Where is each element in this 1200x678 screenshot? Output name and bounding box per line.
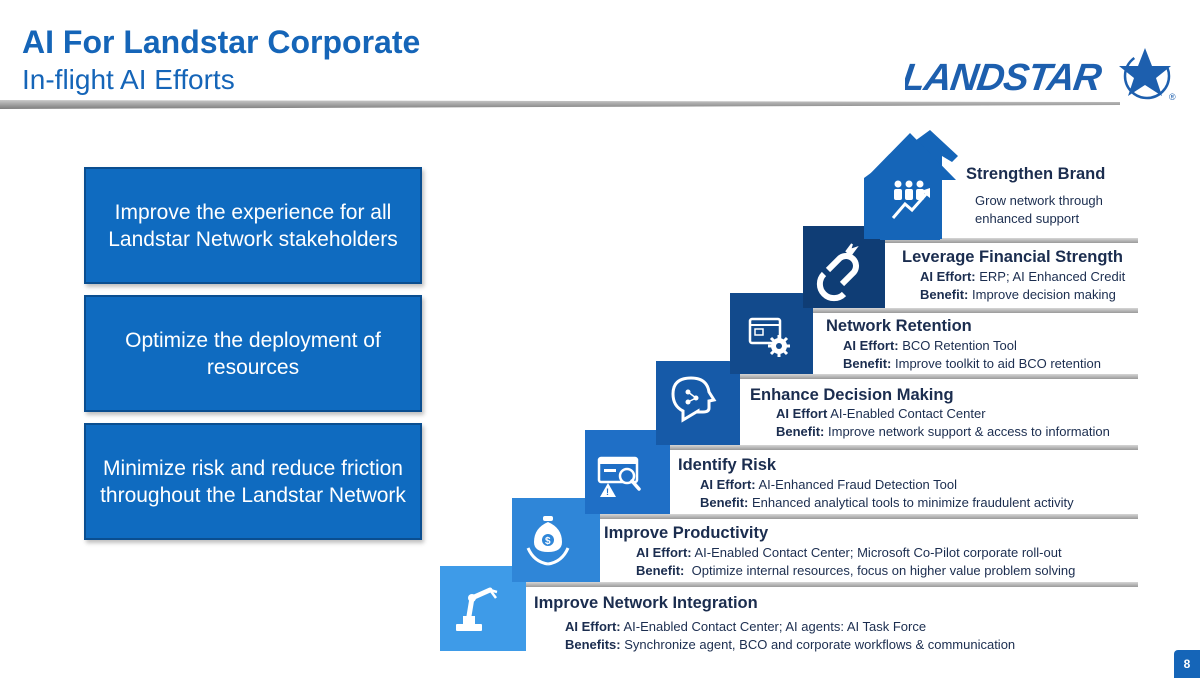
step-title: Identify Risk [678, 456, 777, 474]
fraud-search-icon: ! [597, 456, 641, 497]
landstar-logo: LANDSTAR ® [905, 48, 1176, 102]
step-underlines [526, 238, 1138, 587]
step-effort: AI Effort: ERP; AI Enhanced Credit [920, 269, 1126, 284]
step-block-network-retention [730, 293, 813, 374]
step-line-1: Grow network through [975, 193, 1103, 208]
star-icon [1119, 48, 1171, 100]
step-effort: AI Effort: AI-Enhanced Fraud Detection T… [700, 477, 958, 492]
step-block-financial-strength [803, 226, 885, 308]
ai-brain-head-icon [671, 376, 717, 423]
page-subtitle: In-flight AI Efforts [22, 64, 235, 95]
money-bag-icon: $ [526, 516, 570, 566]
people-growth-icon [891, 180, 930, 219]
step-effort: AI Effort: BCO Retention Tool [843, 338, 1017, 353]
step-title: Strengthen Brand [966, 165, 1106, 183]
step-title: Leverage Financial Strength [902, 248, 1123, 266]
page-title: AI For Landstar Corporate [22, 24, 421, 60]
step-productivity: Improve Productivity AI Effort: AI-Enabl… [604, 524, 1075, 580]
step-effort: AI Effort AI-Enabled Contact Center [776, 406, 986, 421]
step-block-decision-making [656, 361, 740, 445]
page-number: 8 [1174, 650, 1200, 678]
step-benefit: Benefit: Improve network support & acces… [776, 424, 1110, 439]
svg-text:$: $ [545, 536, 551, 547]
step-financial-strength: Leverage Financial Strength AI Effort: E… [902, 248, 1125, 304]
step-identify-risk: Identify Risk AI Effort: AI-Enhanced Fra… [678, 456, 1074, 512]
svg-text:!: ! [606, 487, 609, 497]
step-benefit: Benefit: Improve decision making [920, 287, 1116, 302]
step-benefit: Benefit: Enhanced analytical tools to mi… [700, 495, 1074, 510]
step-line-2: enhanced support [975, 211, 1080, 226]
step-benefit: Benefit: Improve toolkit to aid BCO rete… [843, 356, 1101, 371]
step-benefit: Benefit: Optimize internal resources, fo… [636, 563, 1076, 578]
goal-box-resources: Optimize the deployment of resources [84, 295, 422, 412]
goal-box-experience: Improve the experience for all Landstar … [84, 167, 422, 284]
goal-box-risk: Minimize risk and reduce friction throug… [84, 423, 422, 540]
header-divider [0, 100, 1120, 109]
goal-text: Optimize the deployment of resources [125, 328, 381, 379]
step-title: Enhance Decision Making [750, 386, 954, 404]
step-effort: AI Effort: AI-Enabled Contact Center; AI… [565, 619, 927, 634]
step-network-integration: Improve Network Integration AI Effort: A… [534, 594, 1015, 654]
goal-text: Minimize risk and reduce friction throug… [100, 456, 406, 507]
magnet-icon [816, 243, 859, 302]
step-network-retention: Network Retention AI Effort: BCO Retenti… [826, 317, 1101, 373]
goal-text: Improve the experience for all Landstar … [108, 200, 398, 251]
robot-arm-icon [456, 587, 498, 631]
step-title: Improve Network Integration [534, 594, 758, 612]
step-strengthen-brand: Strengthen Brand Grow network through en… [966, 165, 1105, 228]
browser-gear-icon [748, 317, 790, 357]
step-title: Improve Productivity [604, 524, 769, 542]
step-benefit: Benefits: Synchronize agent, BCO and cor… [565, 637, 1016, 652]
step-decision-making: Enhance Decision Making AI Effort AI-Ena… [750, 386, 1110, 441]
svg-text:LANDSTAR: LANDSTAR [905, 56, 1105, 99]
svg-text:®: ® [1169, 92, 1176, 102]
step-title: Network Retention [826, 317, 972, 335]
step-effort: AI Effort: AI-Enabled Contact Center; Mi… [636, 545, 1062, 560]
